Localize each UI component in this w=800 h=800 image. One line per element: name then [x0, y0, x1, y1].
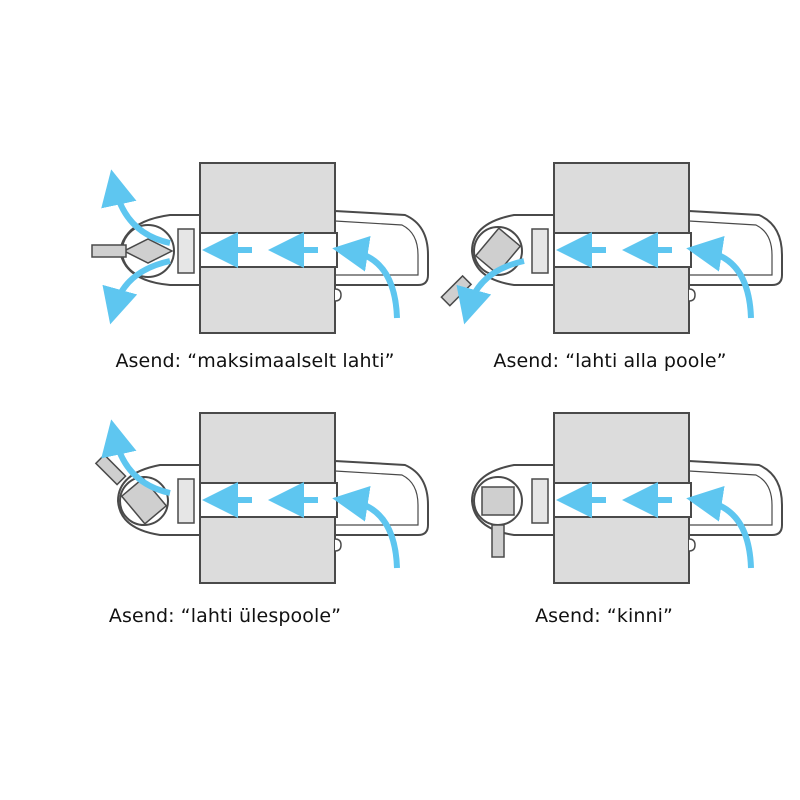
outflow-arrow-down: [102, 258, 171, 325]
caption-open-up: Asend: “lahti ülespoole”: [108, 605, 342, 627]
caption-closed: Asend: “kinni”: [535, 605, 673, 627]
valve-lever: [440, 274, 473, 307]
panel-open-down: [440, 163, 782, 333]
filter-block: [531, 228, 549, 274]
valve-lever: [94, 453, 127, 486]
outflow-arrow-up: [101, 419, 171, 496]
panel-fully-open: [91, 163, 428, 333]
filter-block: [531, 478, 549, 524]
outflow-arrow-up: [101, 169, 171, 246]
panel-open-up: [94, 413, 428, 583]
filter-block: [177, 478, 195, 524]
outflow-arrow-down: [456, 258, 525, 325]
panel-closed: [470, 413, 782, 583]
valve-lever: [91, 244, 127, 258]
caption-fully-open: Asend: “maksimaalselt lahti”: [115, 350, 395, 372]
caption-open-down: Asend: “lahti alla poole”: [493, 350, 727, 372]
filter-block: [177, 228, 195, 274]
valve-lever: [491, 524, 505, 558]
